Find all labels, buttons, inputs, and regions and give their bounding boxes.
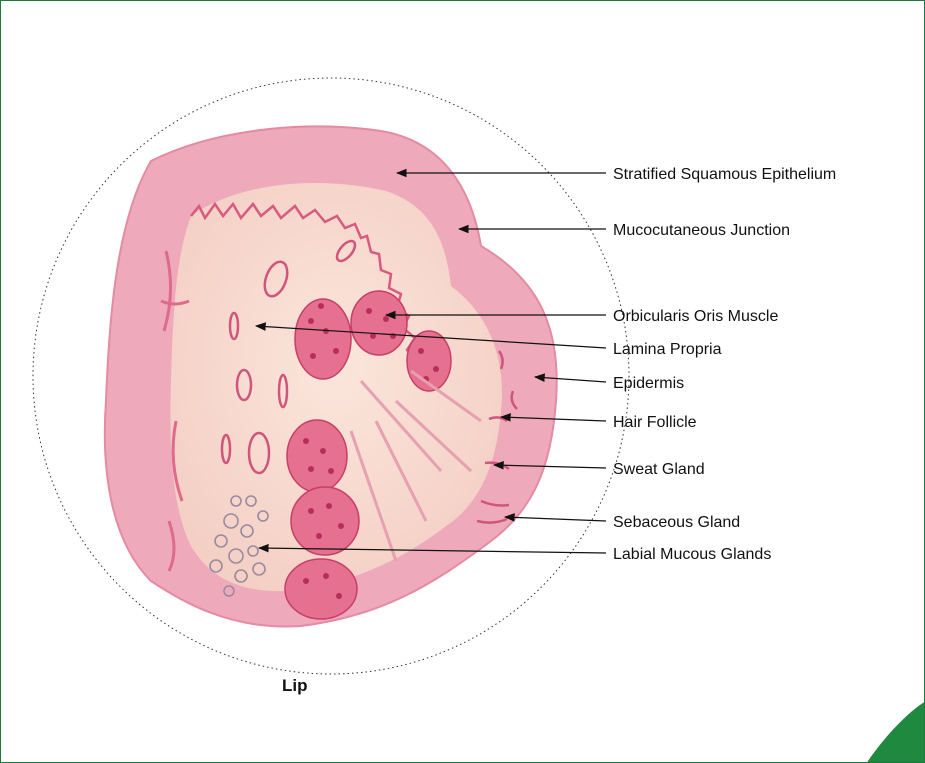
label-hair-follicle: Hair Follicle xyxy=(613,414,697,431)
corner-accent xyxy=(866,701,925,763)
label-lamina-propria: Lamina Propria xyxy=(613,341,722,358)
label-labial-mucous-glands: Labial Mucous Glands xyxy=(613,546,771,563)
label-mucocutaneous-junction: Mucocutaneous Junction xyxy=(613,222,790,239)
label-stratified-squamous-epithelium: Stratified Squamous Epithelium xyxy=(613,166,836,183)
label-sweat-gland: Sweat Gland xyxy=(613,461,705,478)
figure-caption: Lip xyxy=(282,676,308,695)
label-epidermis: Epidermis xyxy=(613,375,684,392)
leader-sebaceous-gland xyxy=(505,517,606,521)
labels: Stratified Squamous Epithelium Mucocutan… xyxy=(613,166,836,563)
label-sebaceous-gland: Sebaceous Gland xyxy=(613,514,740,531)
label-orbicularis-oris-muscle: Orbicularis Oris Muscle xyxy=(613,308,778,325)
